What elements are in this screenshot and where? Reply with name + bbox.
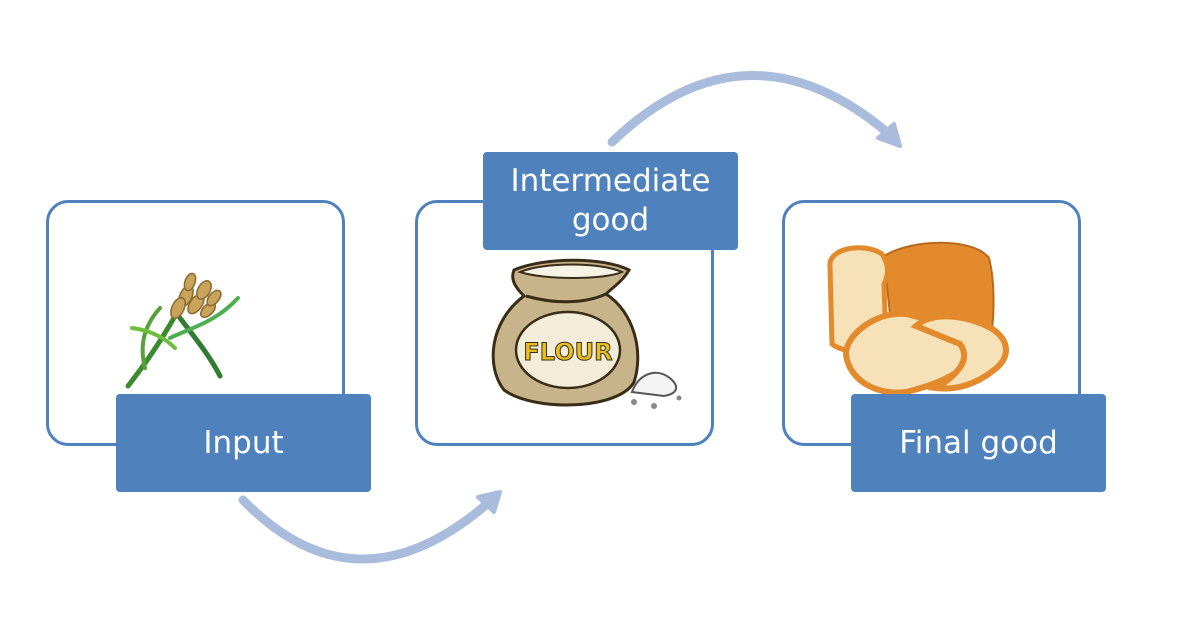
input-label-text: Input <box>203 424 284 461</box>
bread-loaf-icon <box>827 241 1009 396</box>
final-label: Final good <box>851 394 1106 492</box>
flour-sack-icon: FLOUR <box>491 258 682 409</box>
intermediate-label-line2: good <box>571 202 650 238</box>
intermediate-label: Intermediate good <box>483 152 738 250</box>
arrow-intermediate-to-final <box>607 71 902 148</box>
input-label: Input <box>116 394 371 492</box>
arrow-input-to-intermediate <box>238 490 502 564</box>
wheat-icon <box>125 272 240 389</box>
flour-text: FLOUR <box>523 338 612 366</box>
intermediate-label-line1: Intermediate <box>510 163 711 200</box>
final-label-text: Final good <box>899 424 1058 461</box>
